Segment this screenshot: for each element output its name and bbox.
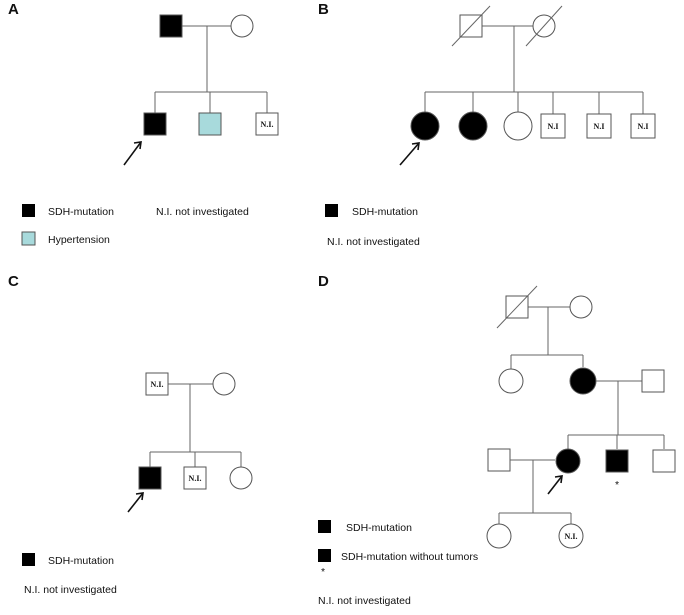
proband-affected-male-symbol [138,466,162,490]
not-investigated-male-symbol [630,113,656,139]
unaffected-male-symbol [487,448,511,472]
not-investigated-female-symbol [558,523,584,549]
legend-sdh-text: SDH-mutation [352,206,418,218]
panel-d: D * N.I. [318,273,676,607]
not-investigated-male-symbol [540,113,566,139]
unaffected-female-symbol [229,466,253,490]
deceased-slash [525,5,563,47]
not-investigated-male-symbol [183,466,207,490]
legend-ni-text: N.I. not investigated [156,206,249,218]
legend-sdh-no-tumor-swatch [318,549,331,562]
arrow-head-icon [411,142,420,151]
proband-affected-male-symbol [143,112,167,136]
panel-letter-b: B [318,1,329,18]
ni-label: N.I. [189,474,202,483]
unaffected-female-symbol [503,111,533,141]
panel-a: A N.I. SDH-mutation N.I. not investigate… [8,1,279,246]
proband-arrow-icon [399,142,420,166]
legend-star-mark: * [321,566,325,578]
deceased-slash [451,5,491,47]
proband-arrow-icon [123,141,142,166]
proband-affected-female-symbol [410,111,440,141]
unaffected-female-symbol [498,368,524,394]
proband-affected-female-symbol [555,448,581,474]
legend-sdh-swatch [318,520,331,533]
ni-label: N.I [548,122,559,131]
not-investigated-male-symbol [145,372,169,396]
no-tumor-star-mark: * [615,479,619,491]
deceased-slash [496,285,538,329]
panel-c: C N.I. N.I. SDH-mutation N.I. not invest… [8,273,253,596]
ni-label: N.I [638,122,649,131]
arrow-head-icon [135,492,144,501]
ni-label: N.I. [261,120,274,129]
proband-arrow-icon [547,475,563,495]
panel-letter-c: C [8,273,19,290]
affected-female-symbol [458,111,488,141]
affected-male-no-tumor-symbol [605,449,629,473]
legend-sdh-swatch [325,204,338,217]
ni-label: N.I. [151,380,164,389]
legend-ni-text: N.I. not investigated [318,595,411,607]
legend-ni-text: N.I. not investigated [327,236,420,248]
affected-female-symbol [569,367,597,395]
panel-letter-a: A [8,1,19,18]
panel-b: B N.I N.I N.I SDH-mutation N.I. not inve… [318,1,656,248]
legend-sdh-swatch [22,553,35,566]
legend-sdh-no-tumor-text: SDH-mutation without tumors [341,551,478,563]
legend-sdh-swatch [22,204,35,217]
unaffected-female-symbol [486,523,512,549]
unaffected-female-symbol [230,14,254,38]
hypertension-male-symbol [198,112,222,136]
legend-ni-text: N.I. not investigated [24,584,117,596]
legend-sdh-text: SDH-mutation [48,206,114,218]
proband-arrow-icon [127,492,144,513]
affected-male-symbol [159,14,183,38]
ni-label: N.I. [565,532,578,541]
unaffected-male-symbol [652,449,676,473]
legend-sdh-text: SDH-mutation [48,555,114,567]
legend-hypertension-swatch [21,231,36,246]
arrow-head-icon [554,475,563,484]
arrow-head-icon [133,141,142,150]
legend-sdh-text: SDH-mutation [346,522,412,534]
unaffected-male-symbol [641,369,665,393]
not-investigated-male-symbol [255,112,279,136]
ni-label: N.I [594,122,605,131]
unaffected-female-symbol [212,372,236,396]
unaffected-female-symbol [569,295,593,319]
not-investigated-male-symbol [586,113,612,139]
legend-hypertension-text: Hypertension [48,234,110,246]
panel-letter-d: D [318,273,329,290]
